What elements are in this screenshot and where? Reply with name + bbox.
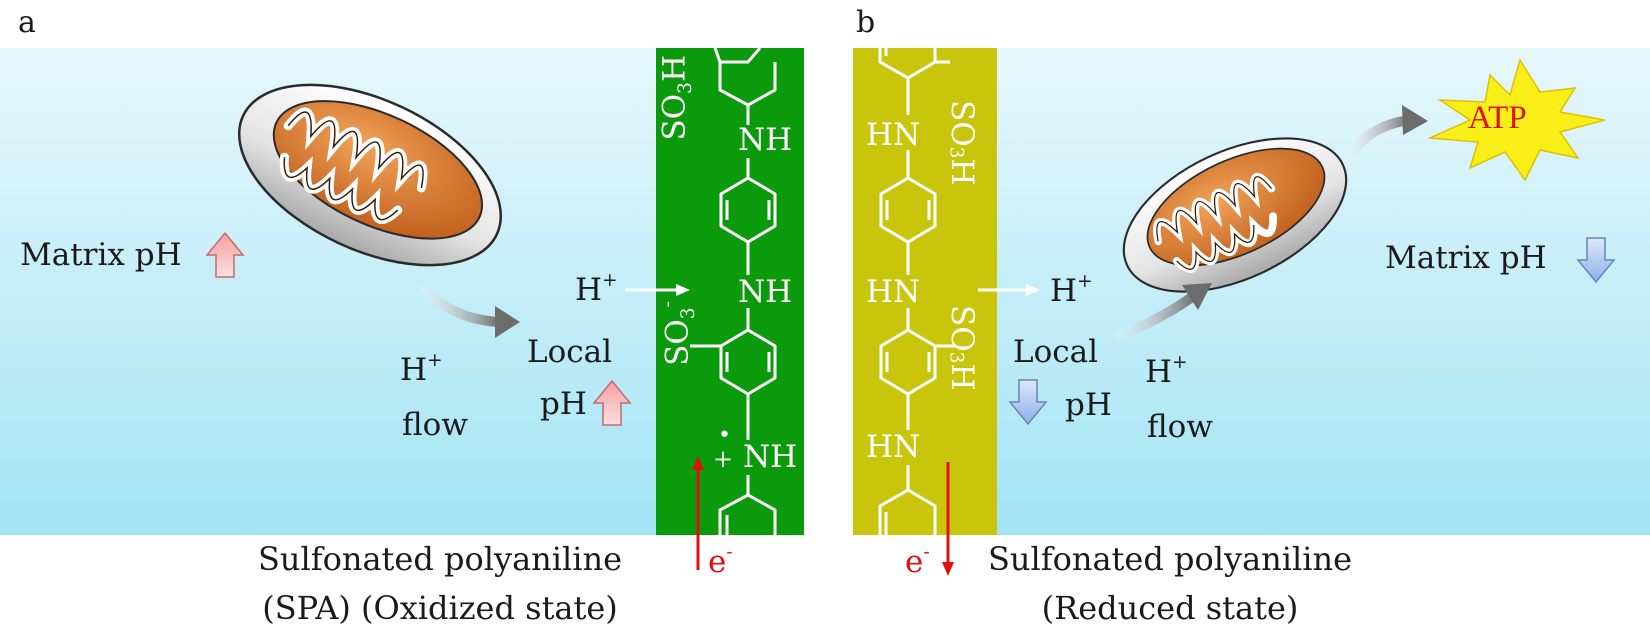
electron-arrow-a	[692, 456, 704, 570]
plus-sign-a: +	[713, 445, 734, 473]
atp-arrow	[1345, 105, 1428, 160]
h-flow-arrow-a	[420, 285, 520, 338]
local-ph-label-a: pH	[540, 386, 587, 422]
atp-label: ATP	[1468, 100, 1527, 136]
local-ph-label-b: pH	[1065, 387, 1112, 423]
hn-label-b1: HN	[866, 117, 921, 153]
caption-b-line2: (Reduced state)	[1041, 589, 1299, 627]
matrix-ph-up-arrow-a	[205, 231, 245, 278]
local-ph-up-arrow-a	[592, 379, 632, 426]
polymer-b-skeleton	[878, 48, 955, 535]
caption-a-line2: (SPA) (Oxidized state)	[262, 589, 618, 627]
proton-label-b: H+	[1050, 271, 1093, 309]
proton-arrow-b	[978, 284, 1040, 296]
flow-label-a: flow	[402, 407, 468, 443]
mitochondrion-a	[237, 83, 503, 267]
electron-label-a: e-	[708, 542, 733, 580]
so3-minus-label-a: SO3-	[657, 301, 699, 366]
proton-label-a: H+	[575, 270, 618, 308]
nh-radical-label-a: NH	[743, 439, 798, 475]
atp-burst-shape	[1427, 58, 1606, 182]
proton-arrow-a	[625, 284, 690, 296]
hn-label-b3: HN	[866, 429, 921, 465]
local-ph-down-arrow-b	[1008, 379, 1048, 426]
h-flow-label-b: H+	[1145, 352, 1188, 390]
local-label-a: Local	[527, 334, 613, 370]
caption-a-line1: Sulfonated polyaniline	[257, 540, 622, 578]
radical-dot-a: •	[718, 423, 731, 448]
spa-reduced-strip	[853, 48, 997, 535]
flow-label-b: flow	[1147, 409, 1213, 445]
so3h-label-b-mid: SO3H	[944, 305, 980, 391]
hn-label-b2: HN	[866, 274, 921, 310]
electron-label-b: e-	[905, 542, 930, 580]
so3h-label-a: SO3H	[656, 54, 697, 141]
polymer-a-skeleton	[690, 47, 777, 535]
so3h-label-b-top: SO3H	[944, 100, 980, 186]
matrix-ph-down-arrow-b	[1576, 237, 1616, 284]
nh-label-a1: NH	[738, 122, 793, 158]
nh-label-a2: NH	[738, 274, 793, 310]
panel-letter-a: a	[18, 5, 36, 40]
electron-arrow-b	[942, 462, 954, 576]
local-label-b: Local	[1013, 334, 1099, 370]
mitochondrion-b	[1122, 137, 1348, 293]
matrix-ph-label-a: Matrix pH	[20, 237, 182, 273]
caption-b-line1: Sulfonated polyaniline	[987, 540, 1352, 578]
matrix-ph-label-b: Matrix pH	[1385, 240, 1547, 276]
panel-letter-b: b	[856, 5, 876, 40]
h-flow-label-a: H+	[400, 350, 443, 388]
h-flow-arrow-b	[1115, 283, 1212, 340]
